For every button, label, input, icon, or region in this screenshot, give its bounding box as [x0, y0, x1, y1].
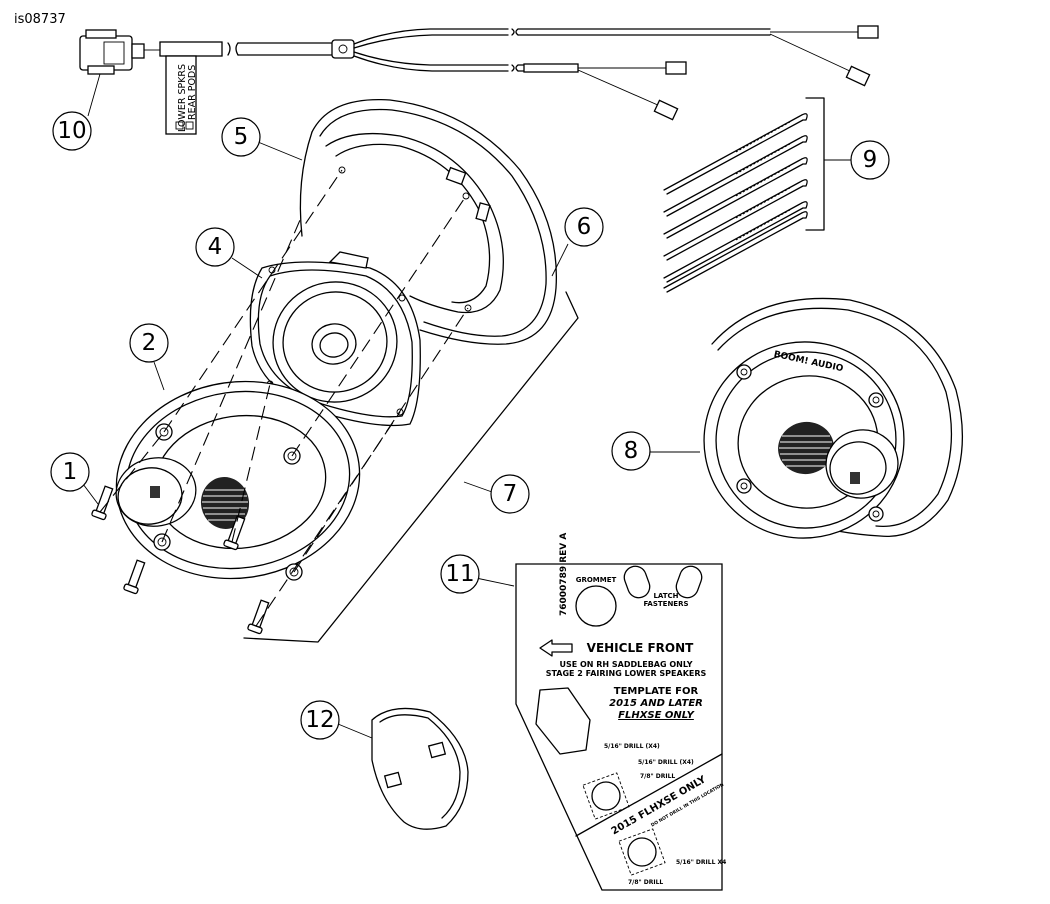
harness-connector [79, 29, 160, 75]
callout-5: 5 [221, 117, 261, 157]
callout-10: 10 [52, 111, 92, 151]
harness-tag: LOWER SPKRS REAR PODS [165, 55, 198, 135]
speaker-grille [115, 380, 361, 581]
cover-plate [371, 707, 469, 830]
svg-text:9: 9 [863, 147, 878, 173]
assembly-lines [99, 169, 469, 627]
template-latch-1: LATCH [653, 592, 678, 600]
svg-text:5: 5 [234, 124, 249, 150]
template-part-no: 76000789 REV A [559, 533, 569, 616]
callout-9: 9 [850, 140, 890, 180]
leader-lines [79, 73, 700, 739]
svg-text:10: 10 [57, 118, 86, 144]
svg-text:11: 11 [445, 561, 474, 587]
svg-text:12: 12 [305, 707, 334, 733]
template-drill-4: 5/16" DRILL X4 [676, 859, 726, 866]
template-grommet-hole [575, 585, 617, 627]
template-latch-2: FASTENERS [643, 600, 688, 608]
callout-12: 12 [300, 700, 340, 740]
callout-7: 7 [490, 474, 530, 514]
template-drill-5: 7/8" DRILL [628, 879, 663, 886]
template-use-line2: STAGE 2 FAIRING LOWER SPEAKERS [546, 669, 707, 678]
template-use-line1: USE ON RH SADDLEBAG ONLY [559, 660, 692, 669]
svg-text:6: 6 [577, 214, 592, 240]
speaker-pod-shell [299, 98, 558, 345]
assembly-bracket [243, 291, 579, 643]
template-cutout [535, 687, 591, 755]
template-for-3: FLHXSE ONLY [618, 710, 695, 721]
svg-text:4: 4 [208, 234, 223, 260]
tag-line2: REAR PODS [187, 65, 198, 120]
callout-6: 6 [564, 207, 604, 247]
template-drill-2: 5/16" DRILL (X4) [638, 759, 694, 766]
cable-ties [663, 97, 852, 293]
callout-11: 11 [440, 554, 480, 594]
wire-harness: LOWER SPKRS REAR PODS [79, 25, 879, 135]
callout-8: 8 [611, 431, 651, 471]
screws [91, 485, 270, 635]
svg-text:1: 1 [63, 459, 78, 485]
callout-2: 2 [129, 323, 169, 363]
tag-line1: LOWER SPKRS [177, 64, 188, 132]
arrow-left-icon [539, 639, 573, 657]
template-vehicle-front: VEHICLE FRONT [587, 641, 695, 655]
figure-id: is08737 [14, 12, 66, 27]
callout-4: 4 [195, 227, 235, 267]
svg-text:8: 8 [624, 438, 639, 464]
assembled-speaker-pod: BOOM! AUDIO [703, 297, 963, 539]
callout-bubbles: 1 2 4 5 6 7 8 [50, 111, 890, 740]
template-grommet: GROMMET [576, 576, 617, 584]
template-for-2: 2015 AND LATER [609, 698, 703, 709]
template-drill-1: 5/16" DRILL (X4) [604, 743, 660, 750]
drill-template: 76000789 REV A GROMMET LATCH FASTENERS V… [515, 533, 726, 891]
template-for-1: TEMPLATE FOR [614, 686, 699, 697]
speaker [249, 251, 421, 427]
callout-1: 1 [50, 452, 90, 492]
svg-text:7: 7 [503, 481, 518, 507]
template-drill-3: 7/8" DRILL [640, 773, 675, 780]
svg-text:2: 2 [142, 330, 157, 356]
